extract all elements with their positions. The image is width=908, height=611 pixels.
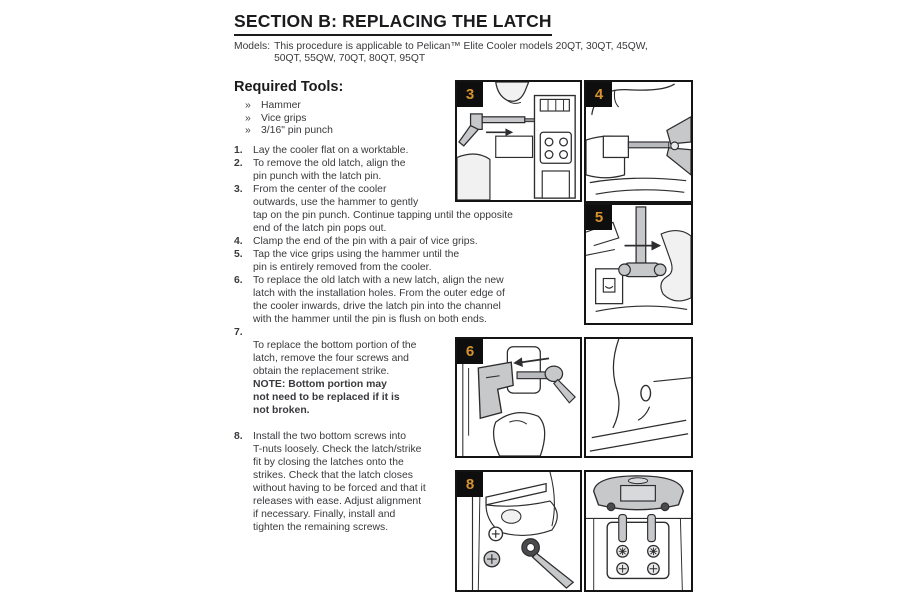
figure-3-badge: 3 [457,82,483,107]
step-number: 7. [234,327,243,338]
figure-step8-detail [584,470,693,592]
step-text: From the center of the cooler outwards, … [253,184,513,234]
figure-step3: 3 [455,80,582,202]
page-title: SECTION B: REPLACING THE LATCH [234,11,552,36]
step-number: 4. [234,236,243,247]
step-2: 2. To remove the old latch, align the pi… [234,157,568,183]
figure-step6-detail [584,337,693,458]
figure-4-illustration [586,83,691,195]
tool-item: » 3/16" pin punch [245,125,333,138]
tool-item: » Vice grips [245,113,333,126]
instruction-steps: 1. Lay the cooler flat on a worktable. 2… [234,144,568,534]
step-number: 6. [234,275,243,286]
step-text: To replace the bottom portion of the lat… [253,326,416,430]
bullet-icon: » [245,125,251,137]
models-text: This procedure is applicable to Pelican™… [274,41,648,64]
step-1: 1. Lay the cooler flat on a worktable. [234,144,568,157]
step-number: 1. [234,145,243,156]
step-number: 8. [234,431,243,442]
tool-label: Hammer [261,100,301,111]
step-3: 3. From the center of the cooler outward… [234,183,568,235]
tool-label: Vice grips [261,112,307,124]
figure-6-illustration [462,339,576,456]
step-note: NOTE: Bottom portion may not need to be … [253,379,400,416]
models-label: Models: [234,41,271,52]
figure-5-badge: 5 [586,205,612,230]
step-number: 2. [234,158,243,169]
step-text: Lay the cooler flat on a worktable. [253,145,409,156]
figure-step8: 8 [455,470,582,592]
tool-label: 3/16" pin punch [261,125,333,137]
figure-6-badge: 6 [457,339,483,364]
step-text-body: To replace the bottom portion of the lat… [253,340,417,377]
figure-4-badge: 4 [586,82,612,107]
figure-step6: 6 [455,337,582,458]
step-6: 6. To replace the old latch with a new l… [234,274,568,326]
step-text: To replace the old latch with a new latc… [253,275,505,325]
step-4: 4. Clamp the end of the pin with a pair … [234,235,568,248]
required-tools-list: » Hammer » Vice grips » 3/16" pin punch [245,100,333,138]
figure-6b-illustration [589,339,691,452]
figure-8b-illustration [586,475,691,590]
tool-item: » Hammer [245,100,333,113]
figure-8-badge: 8 [457,472,483,497]
step-7: 7. To replace the bottom portion of the … [234,326,568,430]
figure-step4: 4 [584,80,693,203]
models-paragraph: Models: This procedure is applicable to … [234,41,648,65]
step-number: 3. [234,184,243,195]
step-text: To remove the old latch, align the pin p… [253,158,406,182]
bullet-icon: » [245,100,251,111]
step-8: 8. Install the two bottom screws into T-… [234,430,568,534]
step-text: Tap the vice grips using the hammer unti… [253,249,460,273]
step-number: 5. [234,249,243,260]
figure-3-illustration [457,82,576,200]
step-5: 5. Tap the vice grips using the hammer u… [234,248,568,274]
step-text: Clamp the end of the pin with a pair of … [253,236,478,247]
figure-step5: 5 [584,203,693,325]
required-tools-heading: Required Tools: [234,79,344,95]
step-text: Install the two bottom screws into T-nut… [253,431,426,533]
bullet-icon: » [245,112,251,124]
figure-5-illustration [586,206,691,312]
